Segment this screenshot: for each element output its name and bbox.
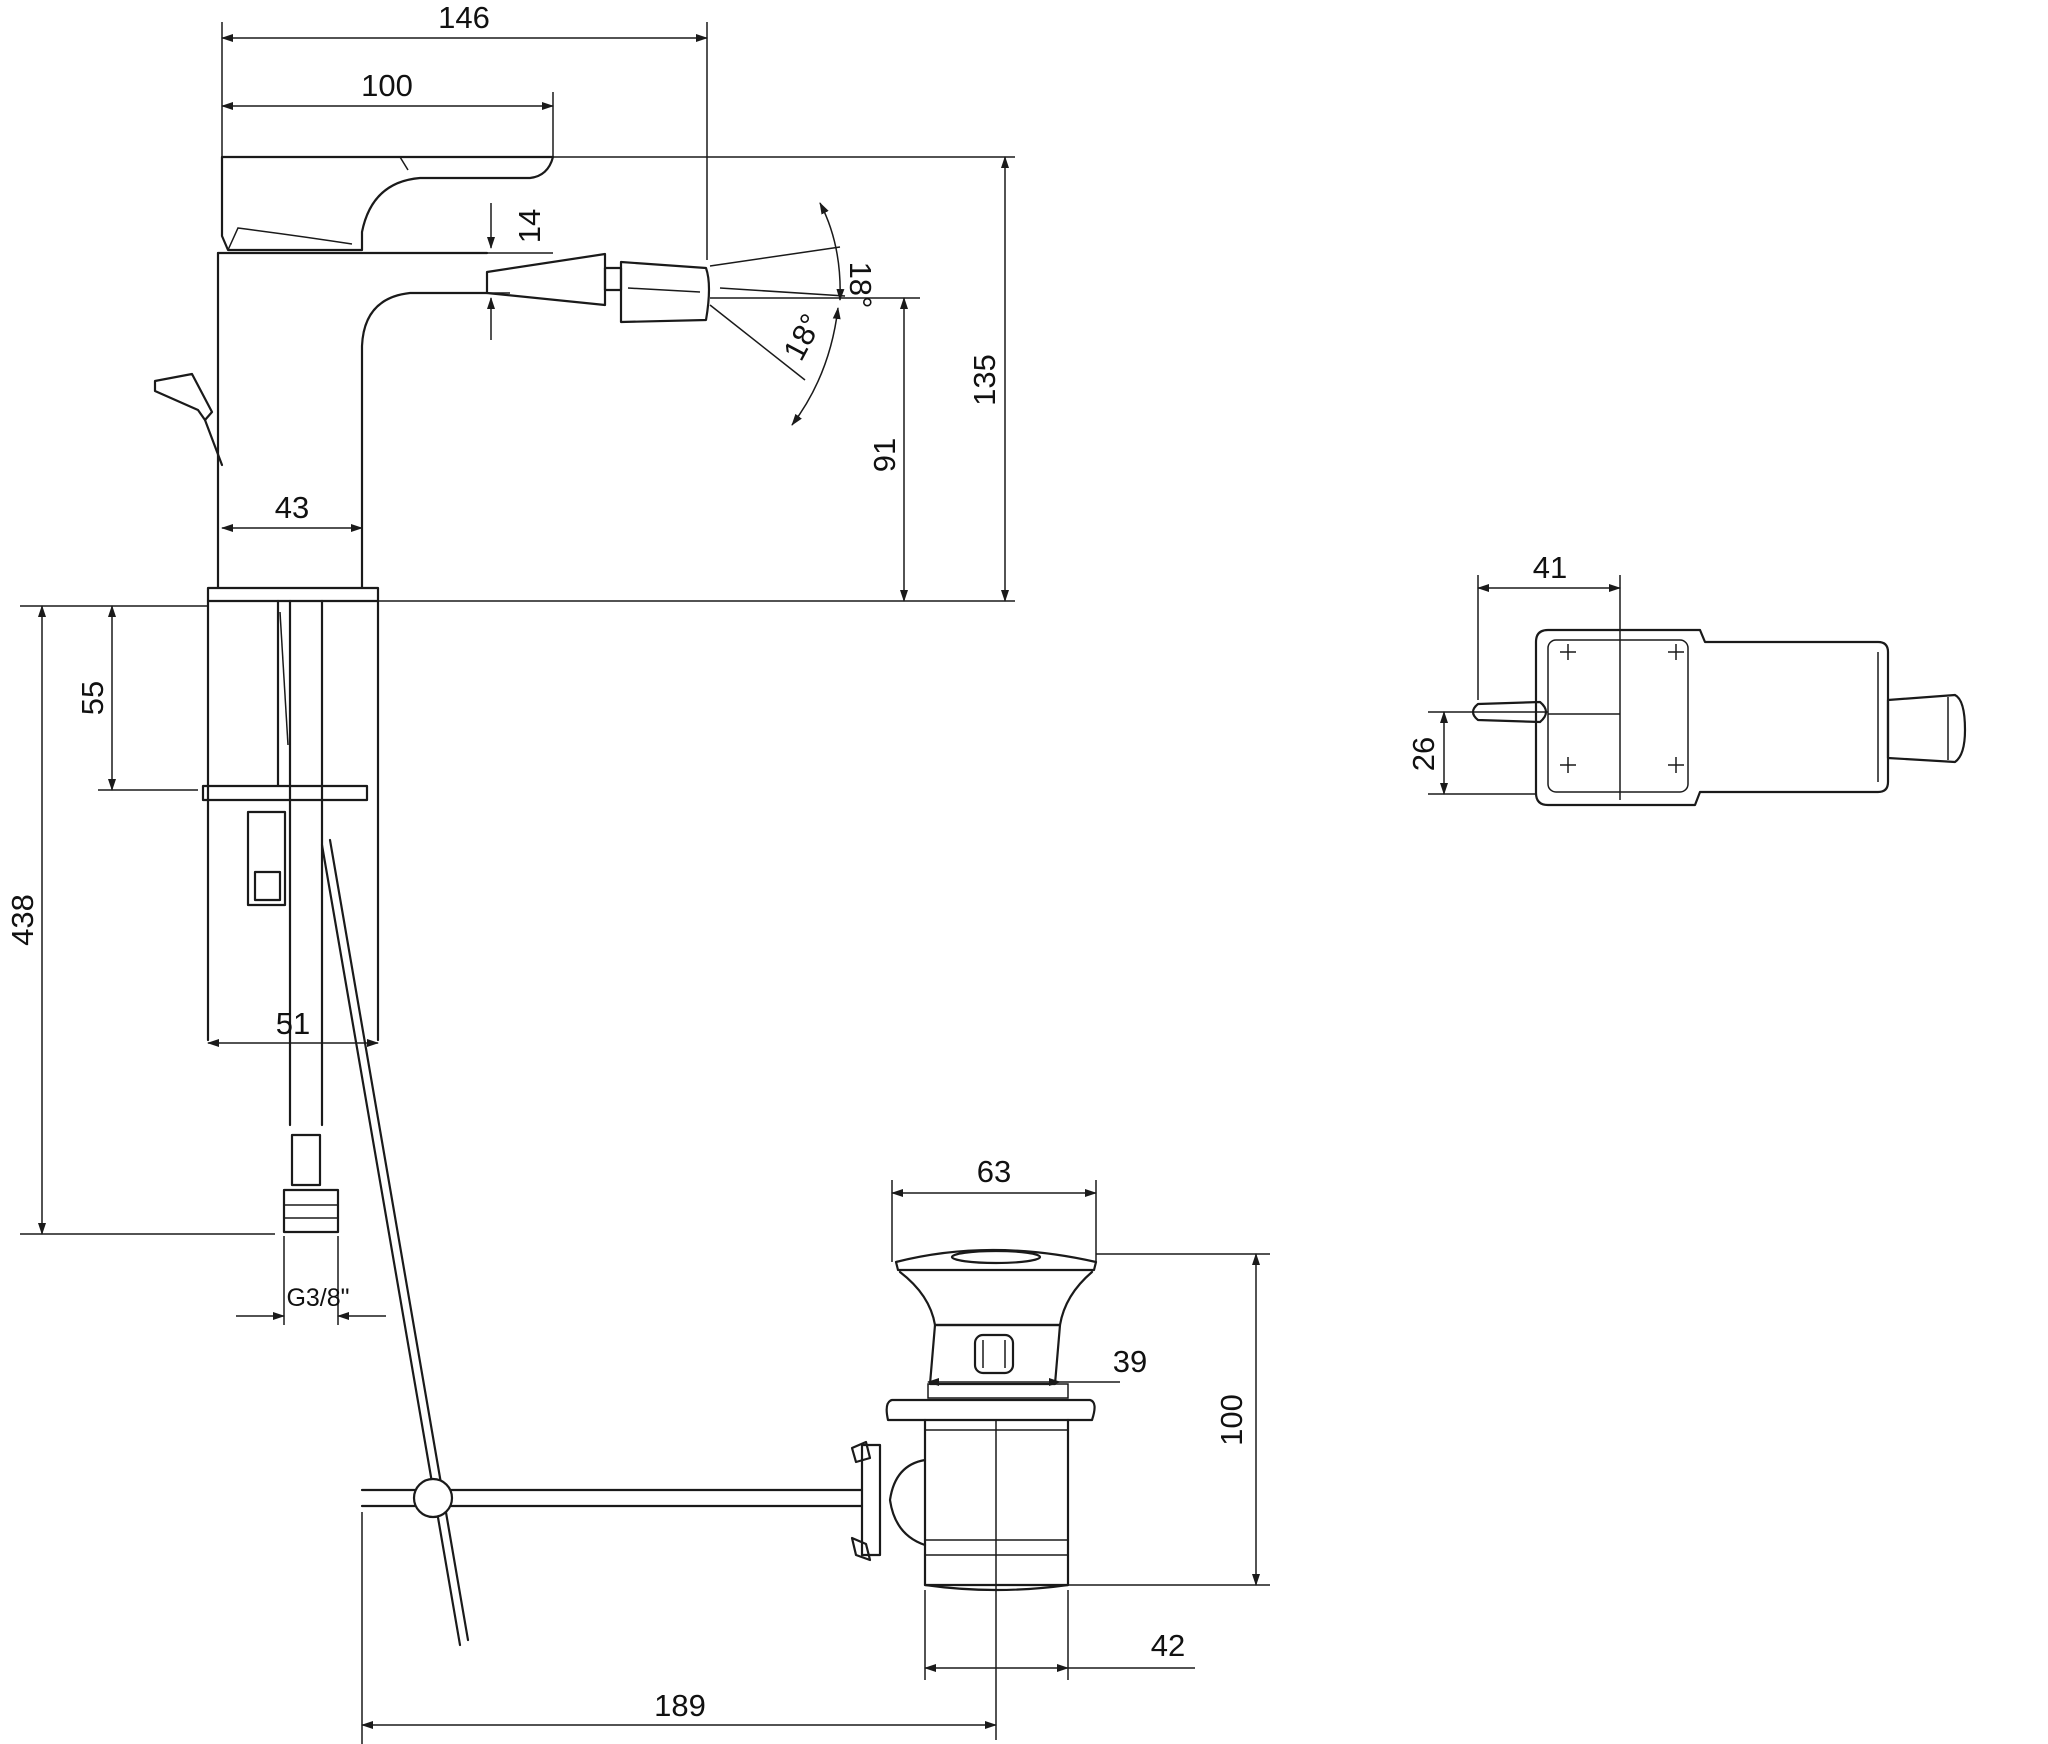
dim-43: 43 [275, 490, 309, 525]
dim-100-drain: 100 [1214, 1394, 1249, 1446]
dim-146: 146 [438, 0, 490, 35]
dim-39: 39 [1113, 1344, 1147, 1379]
dim-26: 26 [1406, 737, 1441, 771]
dim-189: 189 [654, 1688, 706, 1723]
dim-thread: G3/8" [286, 1284, 349, 1312]
mixer-side-view [153, 155, 711, 1647]
mixer-top-view [1471, 628, 1967, 807]
dim-55: 55 [75, 681, 110, 715]
dim-42: 42 [1151, 1628, 1185, 1663]
dim-91: 91 [867, 438, 902, 472]
dim-438: 438 [5, 894, 40, 946]
dim-51: 51 [276, 1006, 310, 1041]
dim-41: 41 [1533, 550, 1567, 585]
dim-angle-down: 18° [776, 308, 829, 366]
dimension-lines [20, 22, 1621, 1744]
dim-angle-up: 18° [843, 262, 878, 309]
dim-100-lever: 100 [361, 68, 413, 103]
dim-63: 63 [977, 1154, 1011, 1189]
pop-up-drain [360, 1248, 1098, 1592]
dimension-labels: 146 100 14 18° 18° 135 91 43 55 438 51 G… [5, 0, 1567, 1723]
dim-135: 135 [967, 354, 1002, 406]
dim-14: 14 [512, 209, 547, 243]
